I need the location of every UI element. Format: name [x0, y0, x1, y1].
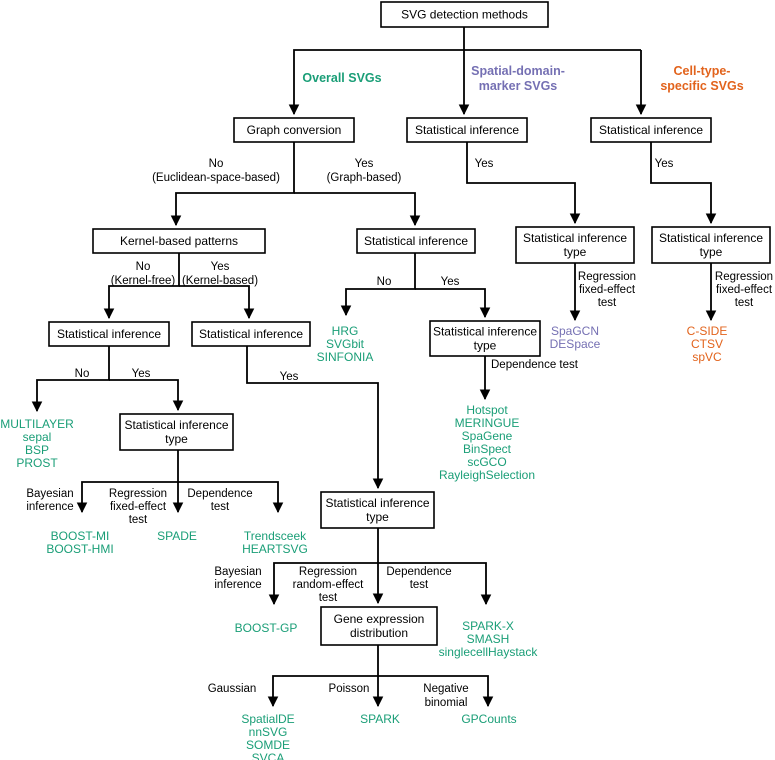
si-cell-type-box: Statistical inference [590, 117, 712, 143]
si-graph-box-label: Statistical inference [364, 234, 468, 248]
category-overall: Overall SVGs [302, 71, 381, 85]
graph-conversion-box-label: Graph conversion [247, 123, 342, 137]
label-kf-no: No [75, 368, 90, 380]
label-cell-yes: Yes [655, 158, 674, 170]
methods-negbin: GPCounts [461, 712, 516, 726]
root-box: SVG detection methods [380, 1, 549, 28]
edge-graph-yes [294, 192, 421, 227]
si-cell-type-box-label: Statistical inference [599, 123, 703, 137]
category-spatial-domain: Spatial-domain-marker SVGs [471, 64, 565, 93]
label-graph-yes: Yes(Graph-based) [327, 158, 402, 184]
si-spatial-domain-box-label: Statistical inference [415, 123, 519, 137]
edge-kernel-yes [179, 285, 255, 320]
methods-kf-reg: SPADE [157, 529, 197, 543]
category-cell-type: Cell-type-specific SVGs [660, 64, 743, 93]
edge-kf-yes [109, 379, 184, 412]
edge-kernel-no [103, 253, 180, 320]
label-gaussian: Gaussian [208, 683, 257, 695]
si-kernel-free-box-label: Statistical inference [57, 327, 161, 341]
label-kernel-no: No(Kernel-free) [111, 261, 176, 287]
label-poisson: Poisson [329, 683, 370, 695]
edge-cell-yes [650, 142, 717, 225]
label-spatial-yes: Yes [475, 158, 494, 170]
edge-labels: Overall SVGs Spatial-domain-marker SVGs Ce… [26, 64, 773, 709]
si-kernel-based-box: Statistical inference [191, 321, 311, 347]
root-box-label: SVG detection methods [401, 8, 528, 22]
methods-poisson: SPARK [360, 712, 400, 726]
connector-lines [31, 27, 717, 708]
si-kernel-based-box-label: Statistical inference [199, 327, 303, 341]
si-kernel-free-box: Statistical inference [48, 321, 170, 347]
edge-spatial-yes [466, 142, 581, 225]
edge-graph-si-no [340, 253, 416, 317]
label-graph-si-yes: Yes [441, 276, 460, 288]
si-spatial-domain-box: Statistical inference [406, 117, 528, 143]
label-kernel-yes: Yes(Kernel-based) [182, 261, 258, 287]
edge-kb-split [268, 528, 379, 606]
label-graph-si-no: No [377, 276, 392, 288]
edge-kb-yes [246, 346, 384, 490]
kernel-patterns-box: Kernel-based patterns [92, 228, 266, 254]
label-kb-yes: Yes [280, 371, 299, 383]
edge-root-graph [288, 49, 464, 116]
edge-ge-negbin [378, 675, 494, 708]
edge-root-branches [463, 27, 641, 114]
edge-ge-split [267, 645, 379, 708]
si-graph-box: Statistical inference [356, 228, 476, 254]
edge-kb-dep [378, 562, 492, 606]
methods-kb-bayes: BOOST-GP [235, 621, 298, 635]
edge-kf-no [31, 346, 110, 413]
edge-kf-split [76, 450, 179, 514]
label-graph-dep: Dependence test [491, 359, 579, 371]
label-graph-no: No(Euclidean-space-based) [152, 158, 280, 184]
edge-graph-si-yes [415, 288, 491, 319]
kernel-patterns-box-label: Kernel-based patterns [120, 234, 238, 248]
graph-conversion-box: Graph conversion [233, 117, 355, 143]
label-kf-yes: Yes [132, 368, 151, 380]
edge-kf-dep [178, 481, 284, 514]
edge-graph-no [170, 142, 295, 227]
